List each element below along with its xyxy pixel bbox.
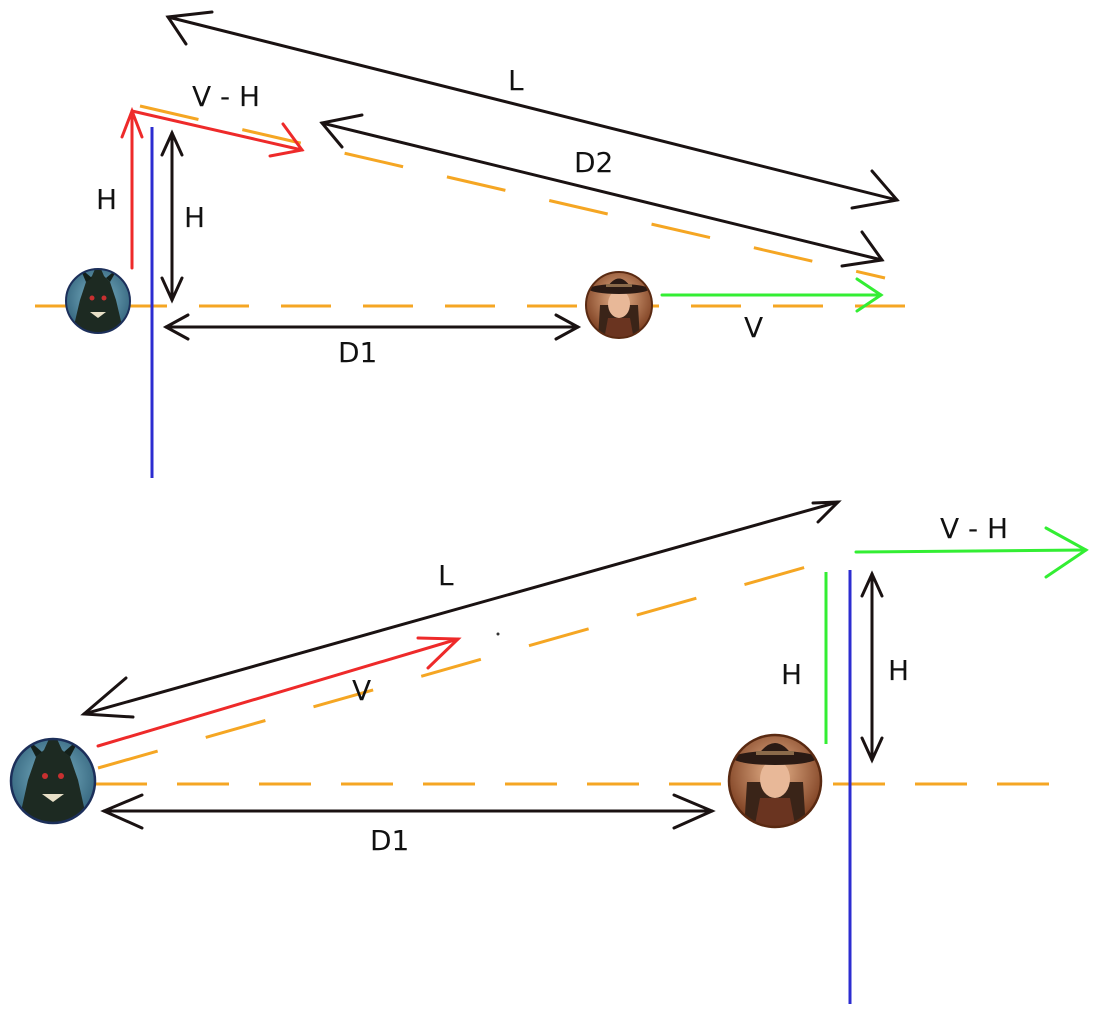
bottom-stray-dot xyxy=(496,632,500,636)
bottom-diagram: L V V - H H H D1 xyxy=(9,500,1089,1004)
top-v-minus-h-label: V - H xyxy=(192,80,260,113)
monster-avatar-icon xyxy=(9,737,97,825)
top-green-v-arrow xyxy=(660,277,884,313)
bottom-red-v-arrow xyxy=(96,636,462,748)
top-black-h-arrow xyxy=(160,129,184,304)
cowgirl-avatar-icon xyxy=(585,271,653,339)
bottom-l-arrow xyxy=(80,500,842,719)
top-orange-trajectory xyxy=(139,104,886,280)
top-diagram: V - H L D2 H H D1 V xyxy=(35,10,925,478)
bottom-h-label-right: H xyxy=(888,654,909,687)
top-l-arrow xyxy=(165,10,900,210)
top-h-label-left: H xyxy=(96,183,117,216)
monster-avatar-icon xyxy=(65,268,131,334)
cowgirl-avatar-icon xyxy=(727,733,823,829)
top-d1-arrow xyxy=(162,313,582,341)
bottom-d1-arrow xyxy=(100,793,716,830)
bottom-green-v-minus-h-arrow xyxy=(854,526,1089,579)
bottom-v-minus-h-label: V - H xyxy=(940,512,1008,545)
top-h-label-right: H xyxy=(184,201,205,234)
top-d2-arrow xyxy=(319,113,885,268)
top-red-v-minus-h-arrow xyxy=(130,109,305,158)
top-l-label: L xyxy=(508,64,524,97)
bottom-orange-trajectory xyxy=(97,554,846,770)
top-d1-label: D1 xyxy=(338,336,377,369)
bottom-h-label-left: H xyxy=(781,658,802,691)
bottom-v-label: V xyxy=(352,674,371,707)
bottom-d1-label: D1 xyxy=(370,824,409,857)
bottom-l-label: L xyxy=(438,559,454,592)
top-red-h-arrow xyxy=(120,106,144,270)
top-d2-label: D2 xyxy=(574,146,613,179)
bottom-black-h-arrow xyxy=(860,570,884,764)
top-v-label: V xyxy=(744,311,763,344)
